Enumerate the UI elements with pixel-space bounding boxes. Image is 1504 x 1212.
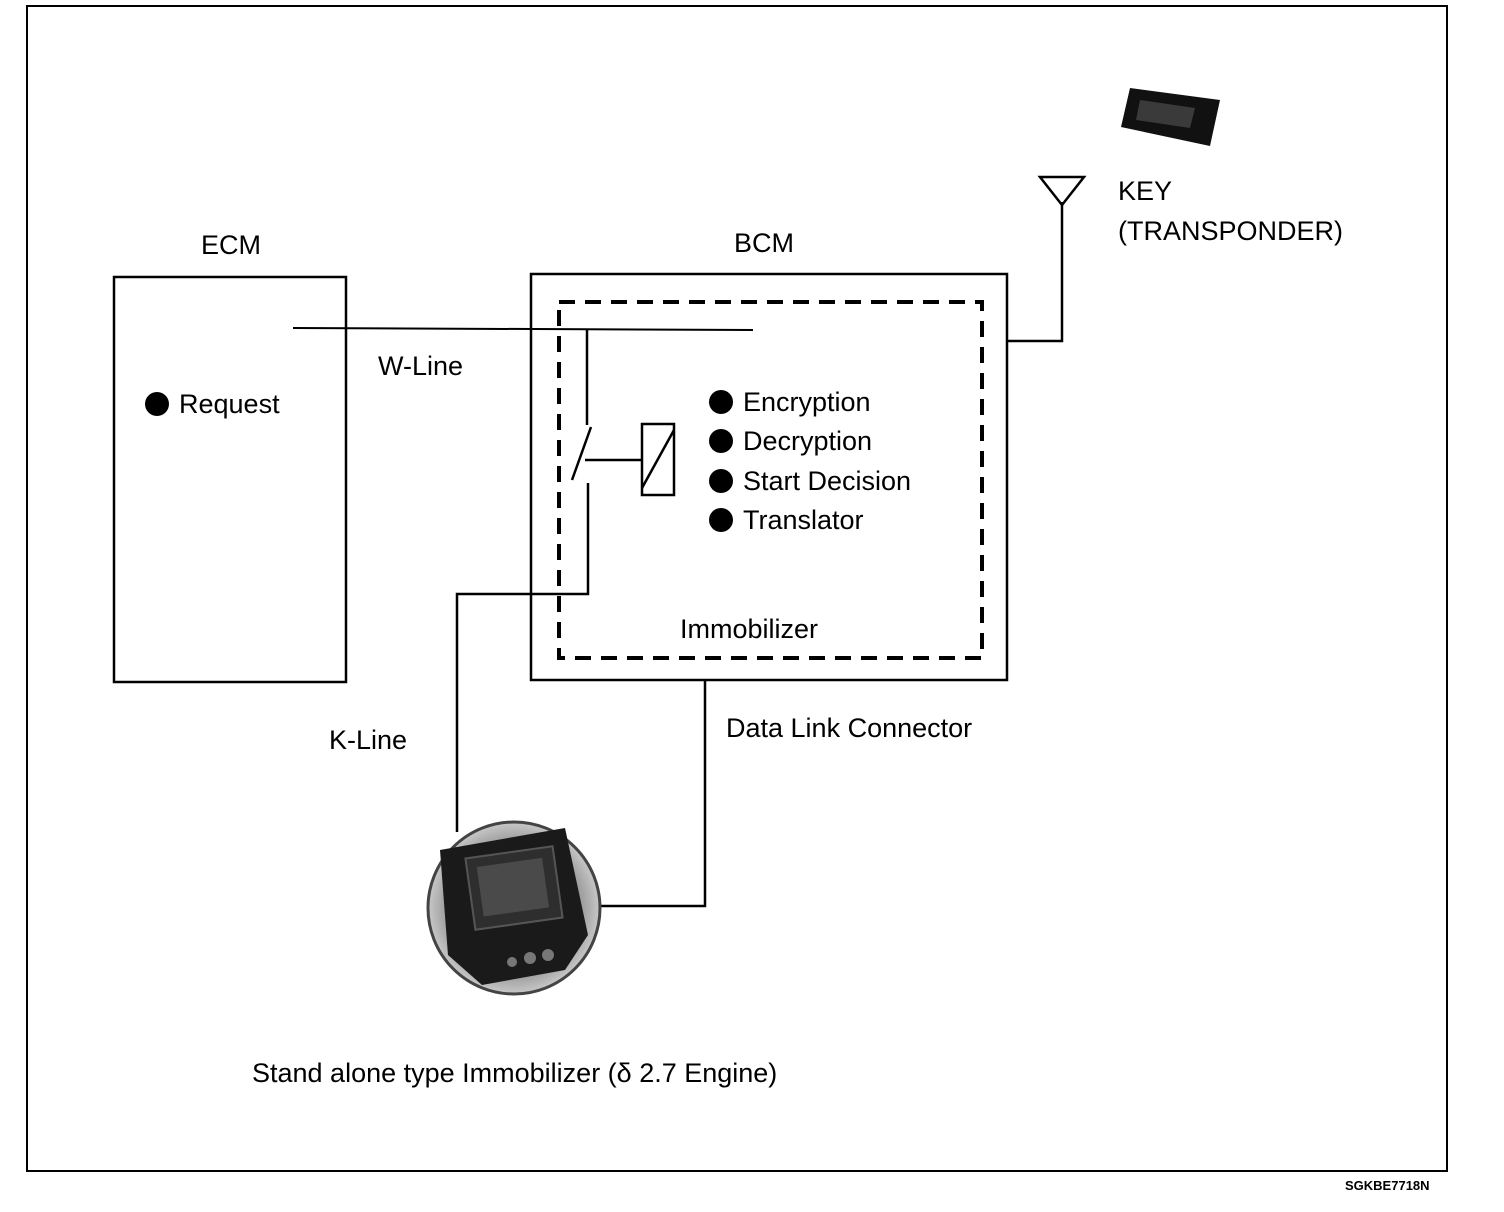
bcm-label: BCM xyxy=(734,228,794,258)
ecm-label: ECM xyxy=(201,230,261,260)
ecm-item-request: Request xyxy=(145,388,280,420)
bcm-item-label: Decryption xyxy=(743,426,873,456)
bcm-item-translator: Translator xyxy=(709,504,864,536)
key-transponder-icon xyxy=(1121,88,1220,146)
ecm-box xyxy=(112,275,348,684)
w-line-label: W-Line xyxy=(378,351,464,381)
bcm-item-label: Start Decision xyxy=(743,466,912,496)
figure-code: SGKBE7718N xyxy=(1345,1178,1430,1193)
bullet-icon xyxy=(145,392,169,416)
immobilizer-label: Immobilizer xyxy=(680,614,819,644)
immobilizer-box xyxy=(557,300,984,660)
bullet-icon xyxy=(709,508,733,532)
antenna-wire xyxy=(1007,202,1064,343)
bullet-icon xyxy=(709,469,733,493)
w-line-wire xyxy=(292,327,754,331)
ecm-item-label: Request xyxy=(179,389,280,419)
k-line-wire xyxy=(455,483,590,832)
antenna-icon xyxy=(1037,175,1087,208)
figure-frame xyxy=(26,5,1448,1172)
relay-coil-icon xyxy=(640,422,676,497)
key-label-line1: KEY xyxy=(1118,176,1173,206)
key-label-line2: (TRANSPONDER) xyxy=(1118,216,1344,246)
figure-caption: Stand alone type Immobilizer (δ 2.7 Engi… xyxy=(252,1058,778,1088)
switch-contact-icon xyxy=(570,426,593,481)
bcm-item-encryption: Encryption xyxy=(709,386,871,418)
bullet-icon xyxy=(709,390,733,414)
bcm-box xyxy=(529,272,1009,682)
data-link-wire xyxy=(592,681,707,908)
bullet-icon xyxy=(709,429,733,453)
k-line-label: K-Line xyxy=(329,725,408,755)
data-link-connector-label: Data Link Connector xyxy=(726,713,973,743)
bcm-item-decryption: Decryption xyxy=(709,425,872,457)
bcm-item-label: Translator xyxy=(743,505,864,535)
bcm-item-start-decision: Start Decision xyxy=(709,465,911,497)
scan-tool-icon xyxy=(426,820,602,996)
bcm-item-label: Encryption xyxy=(743,387,871,417)
